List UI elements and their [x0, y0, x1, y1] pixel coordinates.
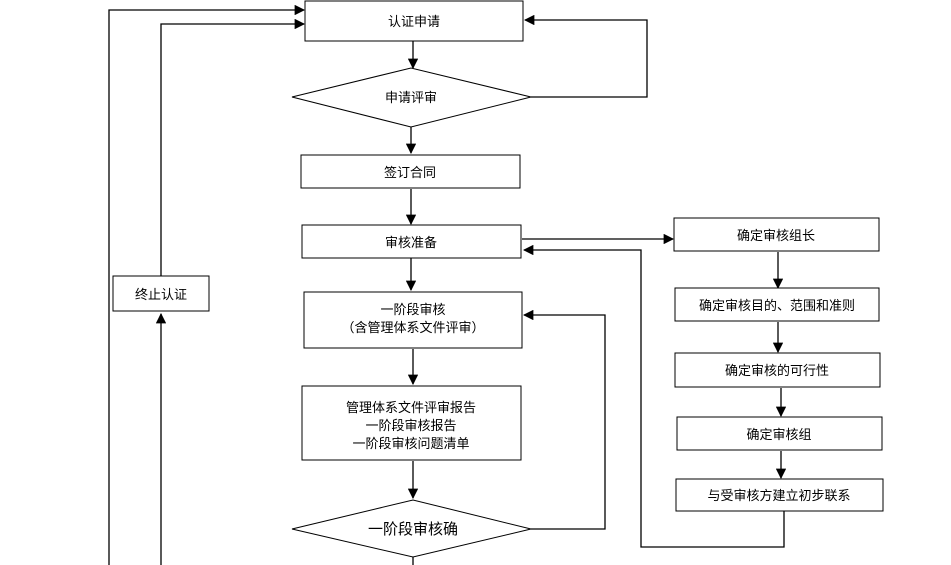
node-objectives: 确定审核目的、范围和准则: [674, 287, 880, 322]
node-application-label: 认证申请: [388, 15, 440, 30]
node-team-leader: 确定审核组长: [673, 217, 880, 252]
node-audit-prep-label: 审核准备: [385, 235, 437, 251]
node-audit-prep: 审核准备: [301, 224, 522, 259]
arrow-review-back-to-application: [523, 14, 648, 98]
node-contact: 与受审核方建立初步联系: [675, 478, 884, 512]
arrow-outer-loop-to-application: [108, 4, 306, 565]
connectors: [108, 4, 787, 565]
node-application: 认证申请: [304, 0, 524, 42]
node-audit-team-label: 确定审核组: [746, 428, 811, 443]
node-team-leader-label: 确定审核组长: [737, 229, 815, 244]
node-objectives-label: 确定审核目的、范围和准则: [699, 298, 855, 314]
node-terminate: 终止认证: [112, 275, 210, 312]
node-stage1-confirm-label: 一阶段审核确: [368, 520, 458, 538]
node-stage1-reports-line2: 一阶段审核报告: [365, 419, 456, 434]
arrow-terminate-to-application: [160, 18, 306, 276]
arrow-contact-back-to-prep: [522, 244, 785, 548]
node-stage1-reports-line3: 一阶段审核问题清单: [352, 437, 469, 452]
node-sign-contract-label: 签订合同: [384, 165, 436, 181]
node-feasibility-label: 确定审核的可行性: [725, 363, 829, 379]
node-contact-label: 与受审核方建立初步联系: [707, 488, 850, 504]
node-application-review-label: 申请评审: [385, 91, 437, 106]
node-stage1-reports: 管理体系文件评审报告 一阶段审核报告 一阶段审核问题清单: [301, 385, 522, 461]
node-stage1-audit-line1: 一阶段审核: [380, 303, 445, 318]
node-terminate-label: 终止认证: [135, 287, 187, 303]
node-stage1-reports-line1: 管理体系文件评审报告: [346, 401, 476, 416]
arrow-confirm-back-to-stage1: [522, 309, 606, 530]
node-application-review: 申请评审: [291, 67, 532, 128]
node-stage1-confirm: 一阶段审核确: [291, 499, 532, 558]
node-feasibility: 确定审核的可行性: [674, 352, 881, 388]
node-stage1-audit: 一阶段审核 （含管理体系文件评审）: [303, 291, 523, 349]
node-stage1-audit-line2: （含管理体系文件评审）: [341, 320, 484, 336]
node-audit-team: 确定审核组: [676, 416, 883, 451]
node-sign-contract: 签订合同: [300, 154, 521, 189]
